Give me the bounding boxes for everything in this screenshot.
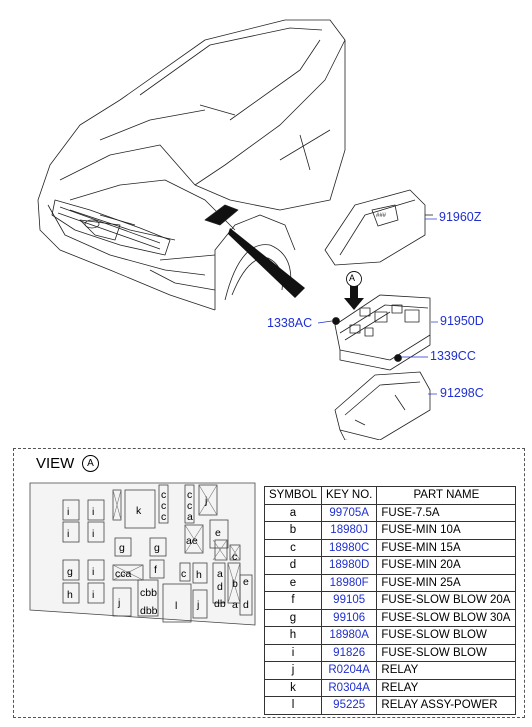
cell-part-name: FUSE-MIN 20A bbox=[376, 556, 517, 575]
lower-cover bbox=[334, 371, 431, 440]
cell-symbol: e bbox=[264, 573, 322, 592]
cell-part-name: FUSE-MIN 15A bbox=[376, 538, 517, 557]
column-header-key: KEY NO. bbox=[320, 486, 378, 505]
view-a-marker-letter: A bbox=[349, 273, 356, 283]
cell-key[interactable]: 99106 bbox=[320, 608, 378, 627]
callout-junction-box: 91950D bbox=[440, 314, 484, 328]
fuse-box-cover: ### bbox=[324, 189, 433, 266]
cell-key[interactable]: 91826 bbox=[320, 643, 378, 662]
cell-key[interactable]: R0304A bbox=[320, 678, 378, 697]
view-title: VIEW bbox=[36, 455, 75, 472]
cell-symbol: l bbox=[264, 696, 322, 715]
cell-part-name: FUSE-MIN 25A bbox=[376, 573, 517, 592]
view-marker-circle: A bbox=[82, 455, 99, 472]
cell-key[interactable]: 18980J bbox=[320, 521, 378, 540]
nut-1339cc bbox=[394, 354, 402, 362]
cell-symbol: f bbox=[264, 591, 322, 610]
cell-symbol: h bbox=[264, 626, 322, 645]
cell-symbol: g bbox=[264, 608, 322, 627]
cell-part-name: FUSE-MIN 10A bbox=[376, 521, 517, 540]
cell-symbol: b bbox=[264, 521, 322, 540]
cell-symbol: j bbox=[264, 661, 322, 680]
callout-nut-left: 1338AC bbox=[267, 316, 313, 330]
view-a-frame bbox=[13, 448, 525, 718]
front-grille bbox=[51, 199, 171, 256]
cell-part-name: RELAY ASSY-POWER bbox=[376, 696, 517, 715]
leader-lines bbox=[317, 218, 438, 395]
cell-key[interactable]: R0204A bbox=[320, 661, 378, 680]
cell-part-name: FUSE-SLOW BLOW 30A bbox=[376, 608, 517, 627]
cell-key[interactable]: 99705A bbox=[320, 503, 378, 522]
cell-key[interactable]: 95225 bbox=[320, 696, 378, 715]
fuse-box-location bbox=[204, 204, 305, 298]
cell-key[interactable]: 18980F bbox=[320, 573, 378, 592]
view-a-marker bbox=[346, 271, 362, 287]
vehicle-outline bbox=[37, 19, 346, 311]
svg-text:###: ### bbox=[376, 213, 387, 219]
callout-lower-cover: 91298C bbox=[440, 386, 484, 400]
table-header-row: SYMBOL KEY NO. PART NAME bbox=[264, 486, 517, 505]
column-header-part-name: PART NAME bbox=[376, 486, 517, 505]
cell-part-name: FUSE-SLOW BLOW bbox=[376, 643, 517, 662]
cell-symbol: k bbox=[264, 678, 322, 697]
column-header-symbol: SYMBOL bbox=[264, 486, 322, 505]
cell-part-name: RELAY bbox=[376, 678, 517, 697]
callout-cover: 91960Z bbox=[439, 210, 482, 224]
exploded-view-illustration: ### bbox=[37, 19, 438, 440]
cell-symbol: c bbox=[264, 538, 322, 557]
cell-part-name: FUSE-SLOW BLOW bbox=[376, 626, 517, 645]
cell-part-name: FUSE-7.5A bbox=[376, 503, 517, 522]
cell-key[interactable]: 18980A bbox=[320, 626, 378, 645]
cell-symbol: d bbox=[264, 556, 322, 575]
cell-part-name: FUSE-SLOW BLOW 20A bbox=[376, 591, 517, 610]
cell-key[interactable]: 99105 bbox=[320, 591, 378, 610]
cell-symbol: a bbox=[264, 503, 322, 522]
cell-key[interactable]: 18980C bbox=[320, 538, 378, 557]
cell-key[interactable]: 18980D bbox=[320, 556, 378, 575]
cell-symbol: i bbox=[264, 643, 322, 662]
cell-part-name: RELAY bbox=[376, 661, 517, 680]
callout-nut-right: 1339CC bbox=[430, 349, 476, 363]
nut-1338ac bbox=[332, 317, 340, 325]
junction-box bbox=[334, 294, 431, 371]
view-a-arrow bbox=[344, 285, 364, 310]
